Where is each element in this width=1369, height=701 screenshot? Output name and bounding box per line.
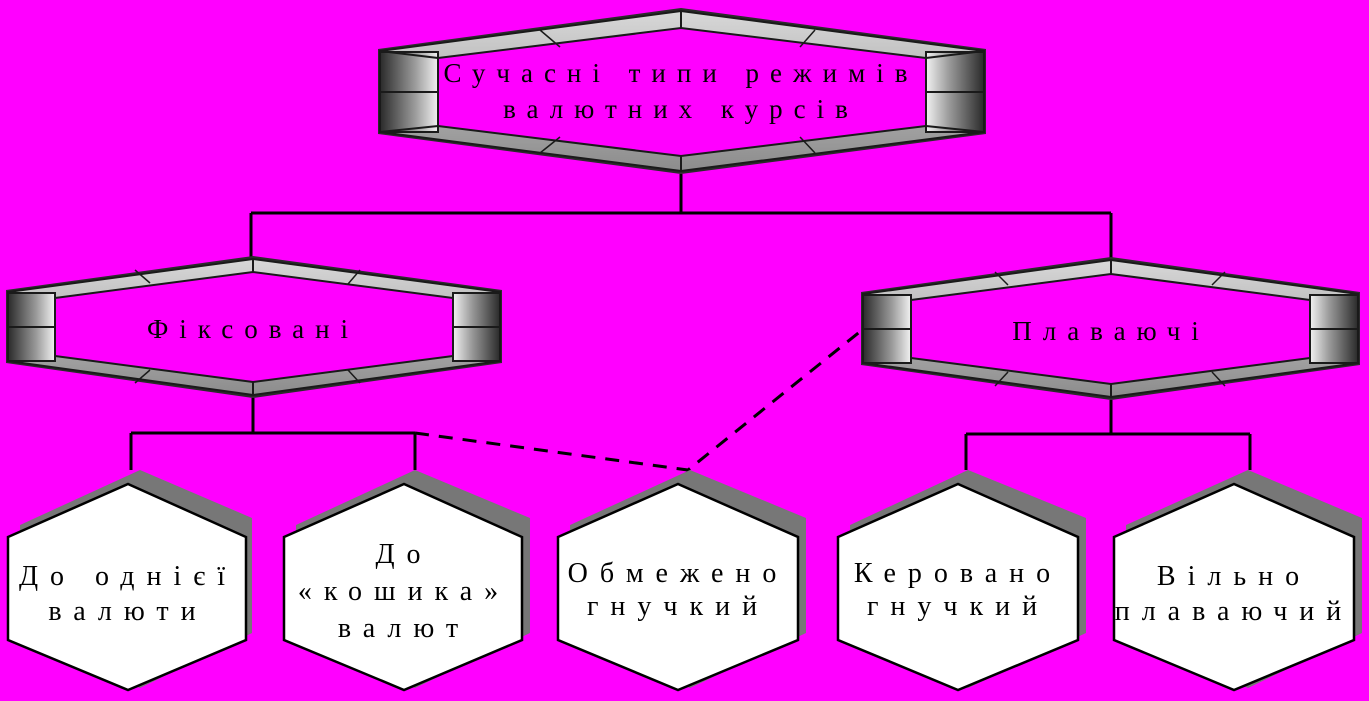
- leaf-label-line: гнучкий: [587, 591, 769, 622]
- root-title-line1: Сучасні типи режимів: [444, 58, 919, 88]
- leaf-label-line: Обмежено: [568, 558, 789, 589]
- leaf-label-line: Вільно: [1157, 561, 1311, 592]
- leaf-node-currency-basket: До «кошика» валют: [282, 470, 530, 692]
- leaf-label-line: гнучкий: [867, 591, 1049, 622]
- root-node: Сучасні типи режимів валютних курсів: [378, 8, 986, 174]
- floating-node: Плаваючі: [861, 257, 1360, 400]
- fixed-label: Фіксовані: [147, 314, 359, 344]
- dashed-link-line: [414, 328, 863, 472]
- root-title-line2: валютних курсів: [503, 94, 859, 124]
- floating-label: Плаваючі: [1012, 316, 1210, 346]
- leaf-label-line: плаваючий: [1115, 596, 1354, 627]
- leaf-node-single-currency: До однієї валюти: [6, 470, 252, 692]
- leaf-label-line: Керовано: [854, 558, 1062, 589]
- leaf-node-managed-flexible: Керовано гнучкий: [836, 470, 1086, 692]
- leaf-node-limited-flexible: Обмежено гнучкий: [556, 470, 806, 692]
- leaf-label-line: До однієї: [19, 561, 237, 592]
- leaf-node-free-floating: Вільно плаваючий: [1112, 470, 1362, 692]
- leaf-label-line: валюти: [48, 596, 207, 627]
- connector-lines: [129, 174, 1252, 470]
- leaf-label-line: «кошика»: [298, 576, 510, 607]
- leaf-label-line: валют: [338, 613, 470, 644]
- fixed-node: Фіксовані: [6, 256, 502, 398]
- leaf-label-line: До: [375, 539, 432, 570]
